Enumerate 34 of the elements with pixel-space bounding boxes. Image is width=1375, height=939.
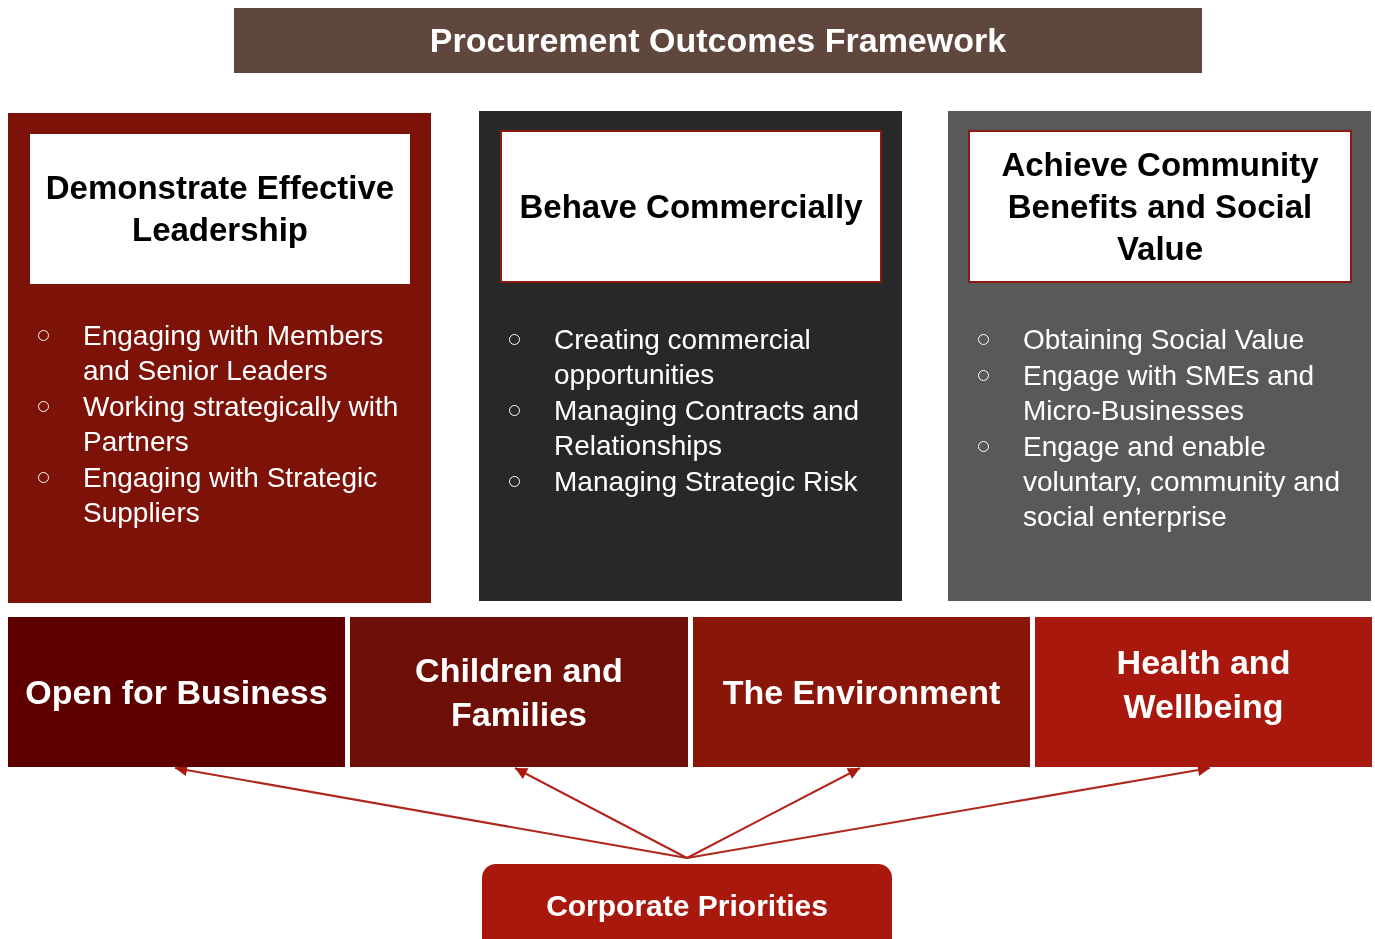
outcome-panel bbox=[479, 111, 902, 601]
heading-box bbox=[500, 130, 882, 283]
label-text: The Environment bbox=[721, 671, 1002, 713]
label-text: Children and Families bbox=[414, 649, 624, 735]
priority-box bbox=[8, 617, 345, 767]
bullet-text: Obtaining Social Value bbox=[1023, 323, 1306, 357]
bullet-text: Working strategically with Partners bbox=[83, 390, 400, 459]
arrow bbox=[514, 767, 688, 859]
bullet-text: Engage and enable voluntary, community and social enterprise bbox=[1023, 430, 1341, 534]
label-text: Health and Wellbeing bbox=[1115, 641, 1292, 727]
title-text: Procurement Outcomes Framework bbox=[428, 20, 1008, 62]
label-text: Corporate Priorities bbox=[545, 888, 829, 924]
outcome-panel bbox=[948, 111, 1371, 601]
heading-text: Achieve Community Benefits and Social Value bbox=[1000, 144, 1320, 269]
priority-box bbox=[350, 617, 688, 767]
bullet-text: Engage with SMEs and Micro-Businesses bbox=[1023, 359, 1316, 428]
heading-text: Behave Commercially bbox=[518, 186, 864, 227]
bullet-text: Engaging with Members and Senior Leaders bbox=[83, 319, 385, 388]
priority-box bbox=[693, 617, 1030, 767]
title-banner bbox=[234, 8, 1202, 73]
arrow bbox=[686, 764, 1211, 859]
priorities-box bbox=[482, 864, 892, 939]
bullet-text: Managing Strategic Risk bbox=[554, 465, 859, 499]
outcome-panel bbox=[8, 113, 431, 603]
arrow bbox=[174, 764, 688, 859]
bullet-text: Engaging with Strategic Suppliers bbox=[83, 461, 379, 530]
arrow bbox=[686, 767, 861, 859]
heading-text: Demonstrate Effective Leadership bbox=[44, 168, 396, 250]
bullet-text: Managing Contracts and Relationships bbox=[554, 394, 861, 463]
label-text: Open for Business bbox=[24, 671, 329, 713]
priority-box bbox=[1035, 617, 1372, 767]
bullet-text: Creating commercial opportunities bbox=[554, 323, 812, 392]
heading-box bbox=[30, 134, 410, 284]
heading-box bbox=[968, 130, 1352, 283]
